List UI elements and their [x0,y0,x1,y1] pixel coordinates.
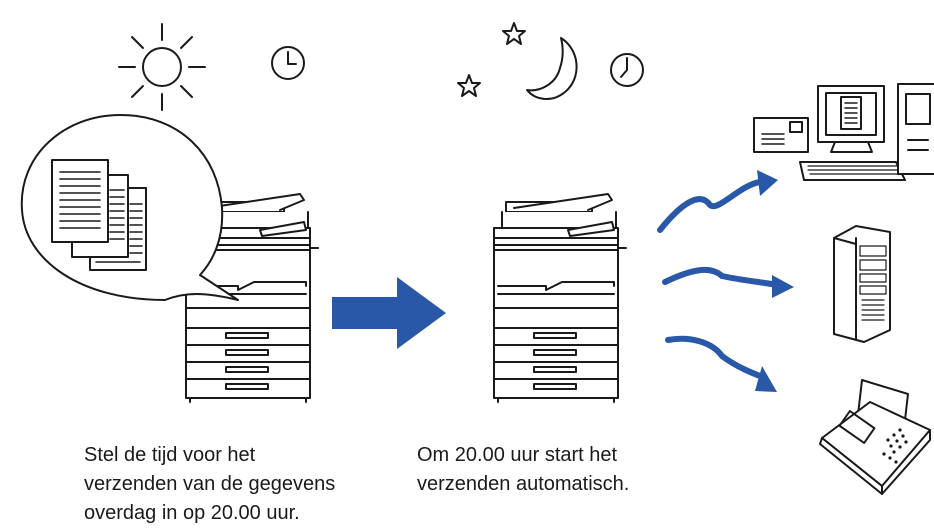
envelope-icon [753,117,809,153]
star-icon [502,22,526,45]
caption-line: Stel de tijd voor het [84,444,256,466]
caption-line: Om 20.00 uur start het [417,444,618,466]
caption-line: overdag in op 20.00 uur. [84,502,300,524]
caption-automatic-send: Om 20.00 uur start het verzenden automat… [417,441,717,499]
moon-icon [526,37,578,100]
caption-line: verzenden automatisch. [417,473,630,495]
server-icon [833,225,891,343]
fax-icon [819,379,931,495]
document-stack-icon [20,114,239,301]
arrow-right-icon [757,170,778,196]
sun-icon [118,23,206,111]
computer-icon [799,83,934,181]
star-icon [457,74,481,97]
clock-icon [271,46,305,80]
caption-daytime-setup: Stel de tijd voor het verzenden van de g… [84,441,414,528]
arrow-right-icon [755,366,777,392]
copier-icon [493,193,627,403]
arrow-right-icon [332,277,446,349]
arrow-right-icon [657,179,781,381]
arrow-right-icon [772,275,794,298]
caption-line: verzenden van de gegevens [84,473,336,495]
clock-icon [610,53,644,87]
